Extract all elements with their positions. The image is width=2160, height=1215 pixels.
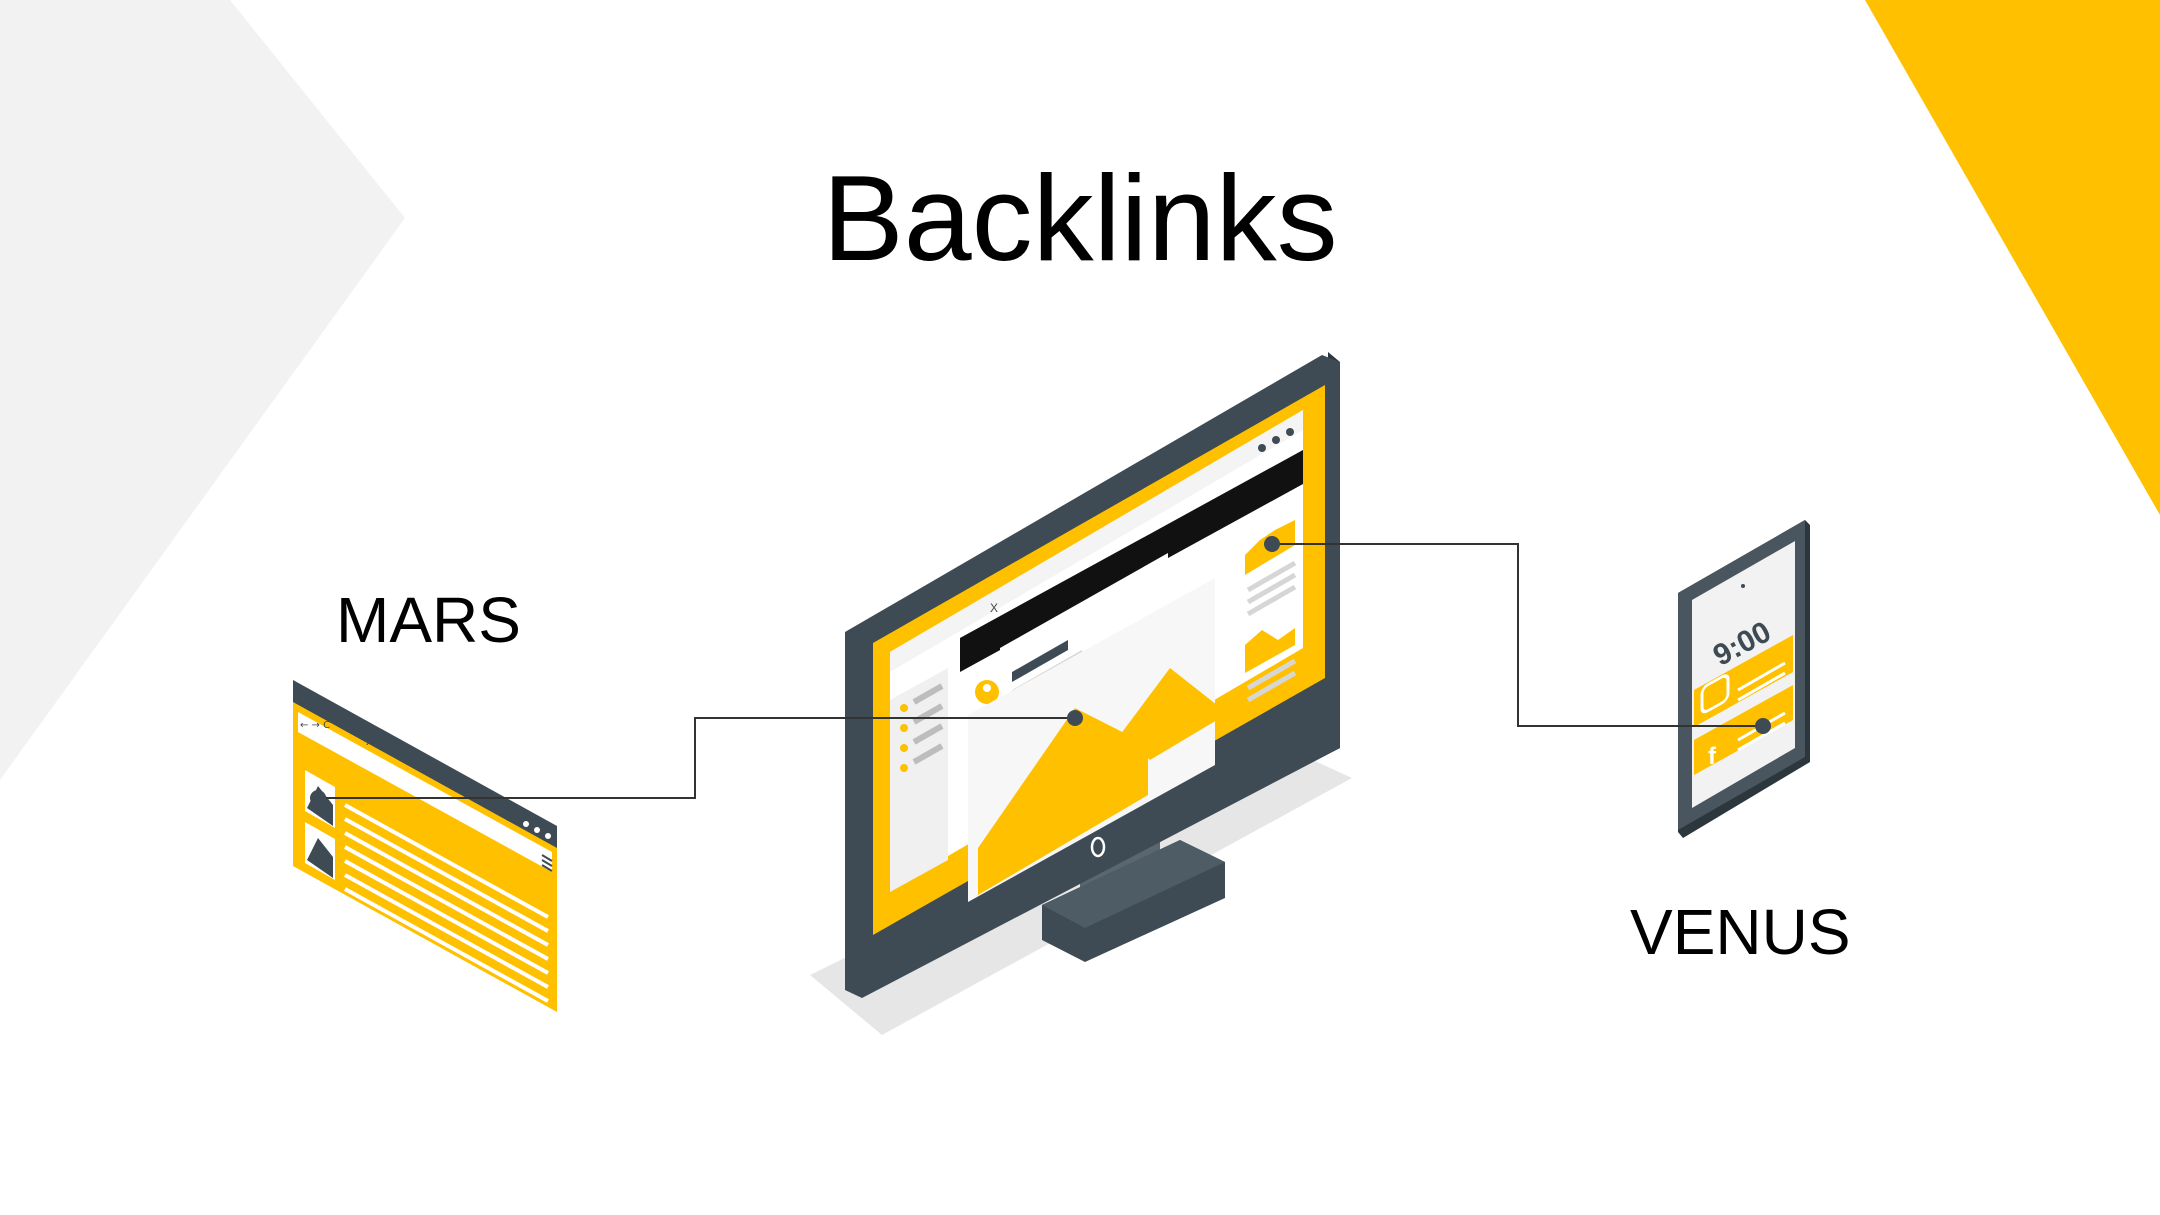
link-dot-venus: [1755, 718, 1771, 734]
image-icon: [307, 838, 333, 878]
screen-left-sidebar: [890, 668, 948, 892]
monitor: X: [810, 352, 1352, 1035]
screen-window-dot: [1258, 444, 1266, 452]
screen-search-field: [1000, 553, 1168, 658]
mars-browser: X ← → C: [293, 680, 557, 1012]
screen-browser-topbar: [890, 410, 1303, 672]
screen-right-card-lines: [1246, 560, 1297, 617]
link-dot-mars: [310, 790, 326, 806]
instagram-icon: [1700, 674, 1730, 714]
facebook-icon: f: [1708, 743, 1717, 770]
phone-notification-card: [1694, 685, 1793, 775]
screen-window-dot: [1272, 436, 1280, 444]
hamburger-menu-icon: [541, 854, 553, 872]
venus-label: VENUS: [1630, 896, 1851, 968]
screen-sidebar-items: [900, 683, 944, 772]
window-dots: [523, 821, 551, 839]
phone-card-lines: [1737, 661, 1786, 702]
screen-right-card-lines: [1246, 658, 1297, 703]
user-icon-head: [983, 684, 991, 692]
link-dot-monitor-image: [1067, 710, 1083, 726]
monitor-stand-base-top: [1042, 840, 1225, 928]
screen-window-dot: [1286, 428, 1294, 436]
mars-text-lines: [344, 803, 549, 1003]
phone-camera: [1741, 584, 1745, 588]
nav-arrows-icon: ← → C: [300, 720, 330, 731]
mars-browser-addressbar: [298, 712, 552, 872]
connector-monitor-to-venus: [1272, 543, 1763, 727]
screen-address-bar: [960, 450, 1303, 672]
monitor-tab-close-icon: X: [990, 601, 998, 615]
small-browser-tab-close-icon: X: [366, 736, 374, 748]
gray-corner-shape: [0, 0, 405, 780]
mars-browser-titlebar: [293, 680, 557, 848]
screen-profile-name-bar: [1012, 640, 1068, 682]
power-icon: [1090, 836, 1106, 858]
backlink-connectors: [318, 543, 1763, 799]
screen-right-card-bottom: [1245, 628, 1295, 673]
venus-phone: 9:00 f: [1678, 520, 1810, 838]
image-icon: [978, 668, 1217, 895]
slide-title: Backlinks: [822, 150, 1338, 286]
mars-label: MARS: [336, 584, 521, 656]
link-dot-monitor-card: [1264, 536, 1280, 552]
connector-mars-to-monitor: [318, 717, 1075, 799]
yellow-corner-shape: [1865, 0, 2160, 515]
